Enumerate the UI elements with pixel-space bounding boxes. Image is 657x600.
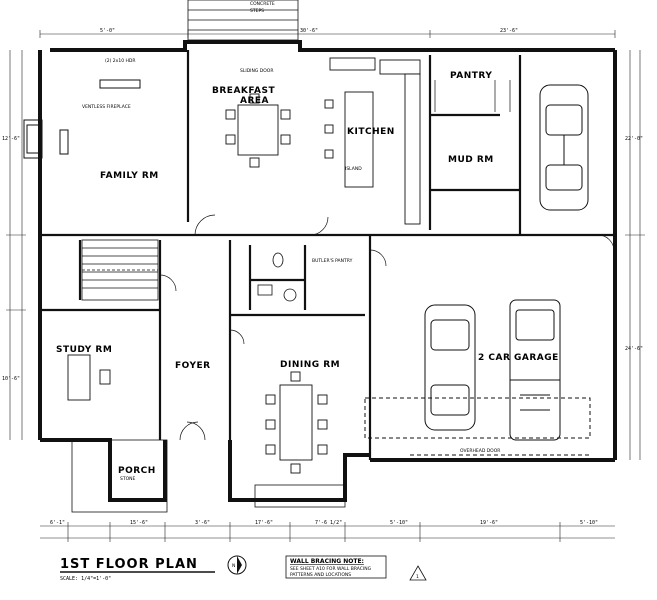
dim-bot-2: 15'-6" [130,520,148,526]
label-mud-rm: MUD RM [448,155,494,165]
garage-door [364,397,591,456]
powder-room-fixtures [257,252,297,302]
vehicle-driveway [539,84,589,211]
vehicle-garage-left [424,304,476,431]
note-sliding-door: SLIDING DOOR [240,68,273,74]
dim-top-right: 23'-6" [500,28,518,34]
label-breakfast-area: AREA [240,96,269,106]
note-hdr: (2) 2x10 HDR [105,58,135,64]
plan-title: 1ST FLOOR PLAN [60,557,198,572]
kitchen-island [324,57,421,225]
revision-number: 1 [416,574,419,580]
note-island: ISLAND [345,166,362,172]
title-block: 1ST FLOOR PLAN SCALE: 1/4"=1'-0" N WALL … [60,555,427,582]
label-foyer: FOYER [175,361,211,371]
annotation-labels: CONCRETE STEPS VENTLESS FIREPLACE ISLAND… [82,1,500,482]
north-label: N [232,563,235,569]
note-stone: STONE [120,476,136,482]
exterior-walls [38,40,617,502]
note-steps: STEPS [250,8,264,14]
dim-side-left-2: 10'-6" [2,376,20,382]
dim-bot-1: 6'-1" [50,520,65,526]
label-family-rm: FAMILY RM [100,171,159,181]
label-breakfast: BREAKFAST [212,86,275,96]
wall-bracing-note-line-2: PATTERNS AND LOCATIONS [290,572,351,578]
interior-walls [40,50,615,460]
dim-bot-7: 19'-6" [480,520,498,526]
label-kitchen: KITCHEN [347,127,395,137]
label-dining-rm: DINING RM [280,360,340,370]
dim-side-right-2: 24'-6" [625,346,643,352]
dim-bot-4: 17'-6" [255,520,273,526]
dim-bot-3: 3'-6" [195,520,210,526]
door-swings [159,214,615,441]
label-porch: PORCH [118,466,156,476]
dimension-labels: 5'-0" 30'-6" 23'-6" 6'-1" 15'-6" 3'-6" 1… [2,28,643,526]
breakfast-table [225,93,291,168]
label-garage: 2 CAR GARAGE [478,353,559,363]
dining-table [265,371,328,474]
dim-bot-6: 5'-10" [390,520,408,526]
dim-side-right-1: 22'-0" [625,136,643,142]
study-desk [67,354,111,401]
pantry-shelves [434,80,511,112]
note-fireplace: VENTLESS FIREPLACE [82,104,131,110]
dim-bot-5: 7'-6 1/2" [315,520,342,526]
dim-side-left-1: 12'-6" [2,136,20,142]
dim-bot-8: 5'-10" [580,520,598,526]
wall-bracing-note-line-1: SEE SHEET A10 FOR WALL BRACING [290,566,372,572]
note-overhead-door: OVERHEAD DOOR [460,448,500,454]
label-butlers-pantry: BUTLER'S PANTRY [312,258,353,264]
vehicle-garage-right [509,299,561,441]
dim-top-mid: 30'-6" [300,28,318,34]
dim-top-left: 5'-0" [100,28,115,34]
wall-bracing-note-title: WALL BRACING NOTE: [290,558,364,565]
plan-scale: SCALE: 1/4"=1'-0" [60,576,111,582]
label-study-rm: STUDY RM [56,345,112,355]
fireplace [23,79,141,159]
room-labels: FAMILY RM BREAKFAST AREA KITCHEN PANTRY … [56,71,559,476]
front-steps [71,0,346,513]
note-concrete: CONCRETE [250,1,275,7]
staircase [81,239,159,301]
label-pantry: PANTRY [450,71,492,81]
dimension-lines [6,30,645,542]
revision-triangle-icon [409,565,427,581]
